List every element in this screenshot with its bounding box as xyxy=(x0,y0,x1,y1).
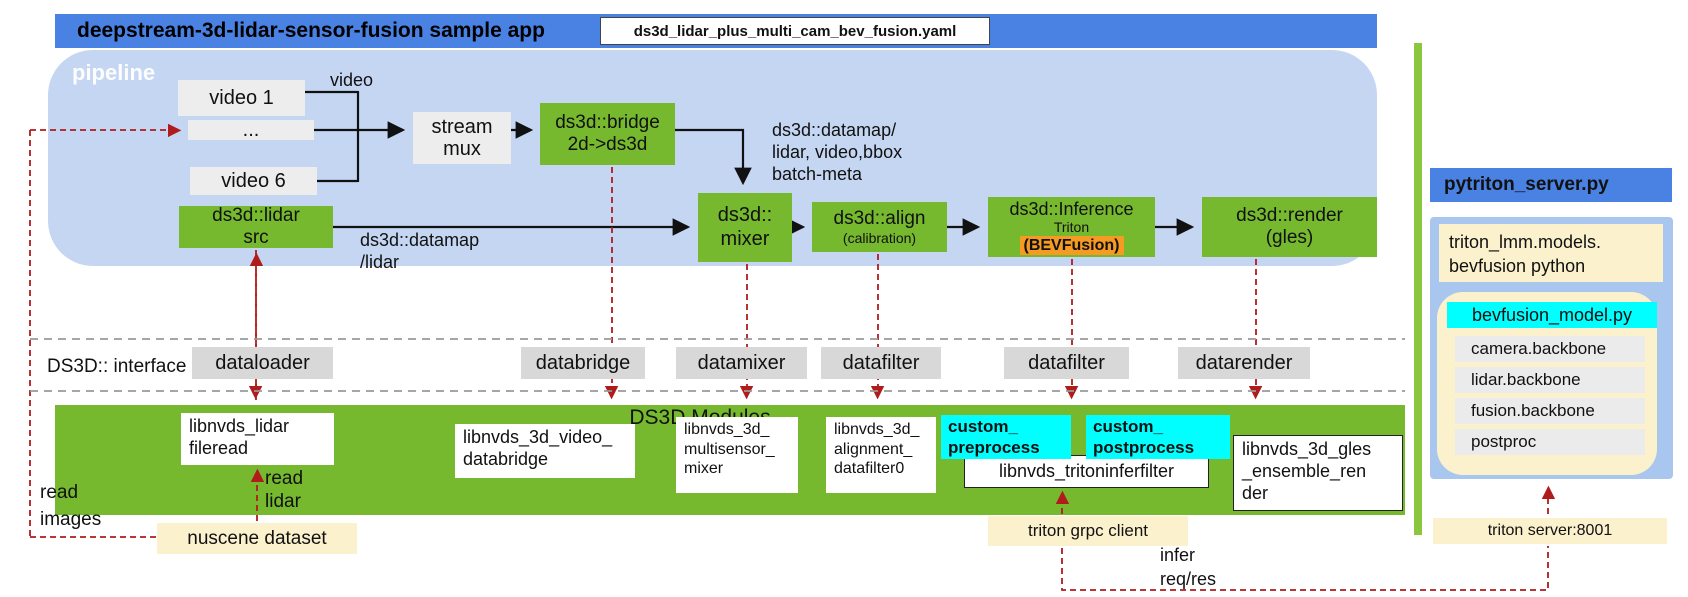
black-data-arrows xyxy=(305,90,1195,236)
read-images-label: read images xyxy=(40,482,102,530)
render-node: ds3d::render (gles) xyxy=(1202,197,1377,257)
component-camera-backbone: camera.backbone xyxy=(1455,336,1645,362)
custom-postprocess-box: custom_ postprocess xyxy=(1086,415,1230,459)
align-node: ds3d::align (calibration) xyxy=(812,202,947,252)
bevfusion-chip: (BEVFusion) xyxy=(1019,236,1124,256)
interface-datarender: datarender xyxy=(1178,347,1310,379)
interface-datafilter-1: datafilter xyxy=(821,347,941,379)
align-name: ds3d::align xyxy=(833,208,926,230)
inference-node: ds3d::Inference Triton (BEVFusion) xyxy=(988,197,1155,257)
infer-req-res-label: infer req/res xyxy=(1160,545,1217,590)
inference-name: ds3d::Inference xyxy=(1009,198,1134,219)
vertical-separator-bar xyxy=(1414,43,1422,535)
interface-dataloader: dataloader xyxy=(192,347,333,379)
video-edge-label: video xyxy=(330,70,374,90)
module-video-databridge: libnvds_3d_video_ databridge xyxy=(455,424,635,478)
bevfusion-model-file: bevfusion_model.py xyxy=(1447,302,1657,328)
interface-datamixer: datamixer xyxy=(676,347,807,379)
read-lidar-label: read lidar xyxy=(265,468,304,512)
datamap-bbox-label: ds3d::datamap/ lidar, video,bbox batch-m… xyxy=(772,120,903,184)
gray-dashed-separators xyxy=(30,338,1405,392)
pytriton-header: pytriton_server.py xyxy=(1430,168,1672,202)
datamap-lidar-label: ds3d::datamap /lidar xyxy=(360,230,480,272)
stream-mux-node: stream mux xyxy=(413,112,511,164)
component-fusion-backbone: fusion.backbone xyxy=(1455,398,1645,424)
module-multisensor-mixer: libnvds_3d_ multisensor_ mixer xyxy=(676,417,798,493)
video-1-node: video 1 xyxy=(178,80,305,116)
config-file-name: ds3d_lidar_plus_multi_cam_bev_fusion.yam… xyxy=(633,22,957,40)
nuscene-dataset-box: nuscene dataset xyxy=(157,523,357,554)
triton-grpc-client-box: triton grpc client xyxy=(988,516,1188,546)
module-tritoninferfilter: libnvds_tritoninferfilter xyxy=(964,455,1209,488)
config-file-box: ds3d_lidar_plus_multi_cam_bev_fusion.yam… xyxy=(600,17,990,45)
pipeline-label: pipeline xyxy=(72,60,156,85)
custom-preprocess-box: custom_ preprocess xyxy=(941,415,1071,459)
component-lidar-backbone: lidar.backbone xyxy=(1455,367,1645,393)
video-more-node: ... xyxy=(188,119,314,141)
interface-datafilter-2: datafilter xyxy=(1004,347,1129,379)
video-6-node: video 6 xyxy=(190,167,317,195)
triton-lmm-model-box: triton_lmm.models. bevfusion python xyxy=(1439,224,1663,282)
component-postproc: postproc xyxy=(1455,429,1645,455)
bridge-node: ds3d::bridge 2d->ds3d xyxy=(540,103,675,165)
module-gles-render: libnvds_3d_gles _ensemble_ren der xyxy=(1233,435,1403,511)
module-lidar-fileread: libnvds_lidar fileread xyxy=(181,413,334,465)
pytriton-title: pytriton_server.py xyxy=(1444,174,1609,195)
app-title: deepstream-3d-lidar-sensor-fusion sample… xyxy=(77,19,545,42)
interface-row-label: DS3D:: interface xyxy=(47,356,187,377)
mixer-node: ds3d:: mixer xyxy=(698,193,792,262)
interface-databridge: databridge xyxy=(521,347,645,379)
align-sub: (calibration) xyxy=(842,229,917,246)
lidar-src-node: ds3d::lidar src xyxy=(179,205,333,248)
triton-server-box: triton server:8001 xyxy=(1433,518,1667,544)
module-alignment-datafilter: libnvds_3d_ alignment_ datafilter0 xyxy=(826,417,936,493)
inference-sub: Triton xyxy=(1053,218,1090,235)
